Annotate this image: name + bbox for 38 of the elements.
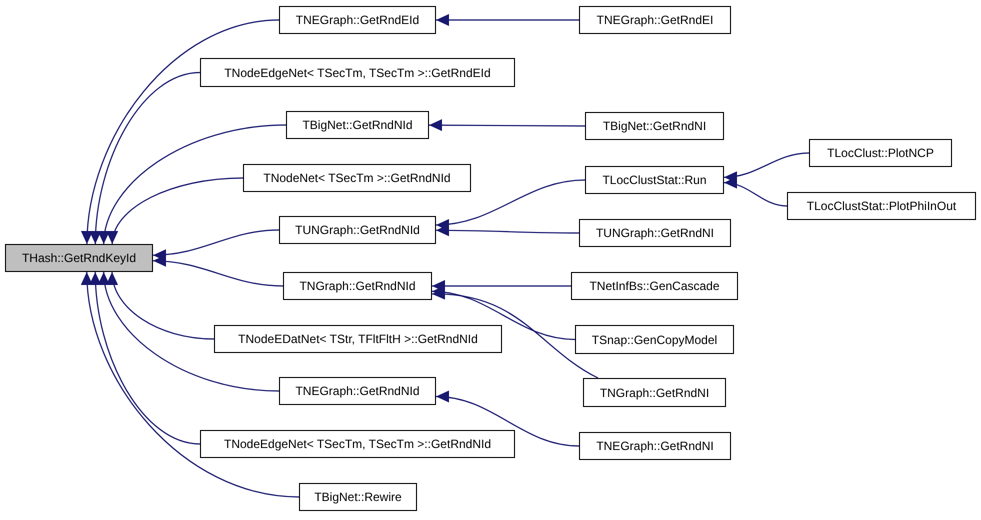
function-box: TLocClustStat::Run [585,166,724,194]
function-box: TNodeNet< TSecTm >::GetRndNId [243,164,471,192]
function-box: TLocClust::PlotNCP [809,139,952,167]
function-box: THash::GetRndKeyId [5,244,153,272]
call-arrow [724,152,810,183]
call-arrow [432,286,576,340]
call-arrow [108,177,244,244]
function-box: TNEGraph::GetRndNI [579,432,731,460]
call-arrow [107,272,214,340]
call-arrow [82,272,300,498]
call-arrow [152,229,280,261]
call-arrow [436,14,579,26]
function-box: TSnap::GenCopyModel [575,325,734,354]
function-box: TBigNet::Rewire [299,483,417,511]
call-arrow [436,391,580,447]
call-arrow [82,19,280,244]
function-box: TNEGraph::GetRndNId [279,377,436,405]
function-box: TUNGraph::GetRndNI [579,219,731,247]
function-box: TNodeEdgeNet< TSecTm, TSecTm >::GetRndNId [200,430,515,458]
call-arrow [99,272,280,392]
call-arrow [90,272,200,445]
function-box: TNodeEDatNet< TStr, TFltFltH >::GetRndNId [214,325,502,353]
function-box: TNEGraph::GetRndEI [579,6,731,34]
call-arrow [436,179,586,230]
function-box: TBigNet::GetRndNI [585,112,724,140]
function-box: TNGraph::GetRndNI [583,378,726,407]
function-box: TNodeEdgeNet< TSecTm, TSecTm >::GetRndEId [200,58,515,87]
function-box: TNGraph::GetRndNId [283,272,432,300]
function-box: TUNGraph::GetRndNId [279,216,436,244]
function-box: TNEGraph::GetRndEId [279,6,436,34]
call-arrow [152,255,284,287]
call-arrow [429,119,585,132]
call-arrow [90,72,200,244]
function-box: TBigNet::GetRndNId [286,111,429,139]
function-box: TLocClustStat::PlotPhiInOut [787,192,976,220]
call-arrow [99,124,286,244]
call-arrow [724,178,788,207]
function-box: TNetInfBs::GenCascade [571,272,738,300]
